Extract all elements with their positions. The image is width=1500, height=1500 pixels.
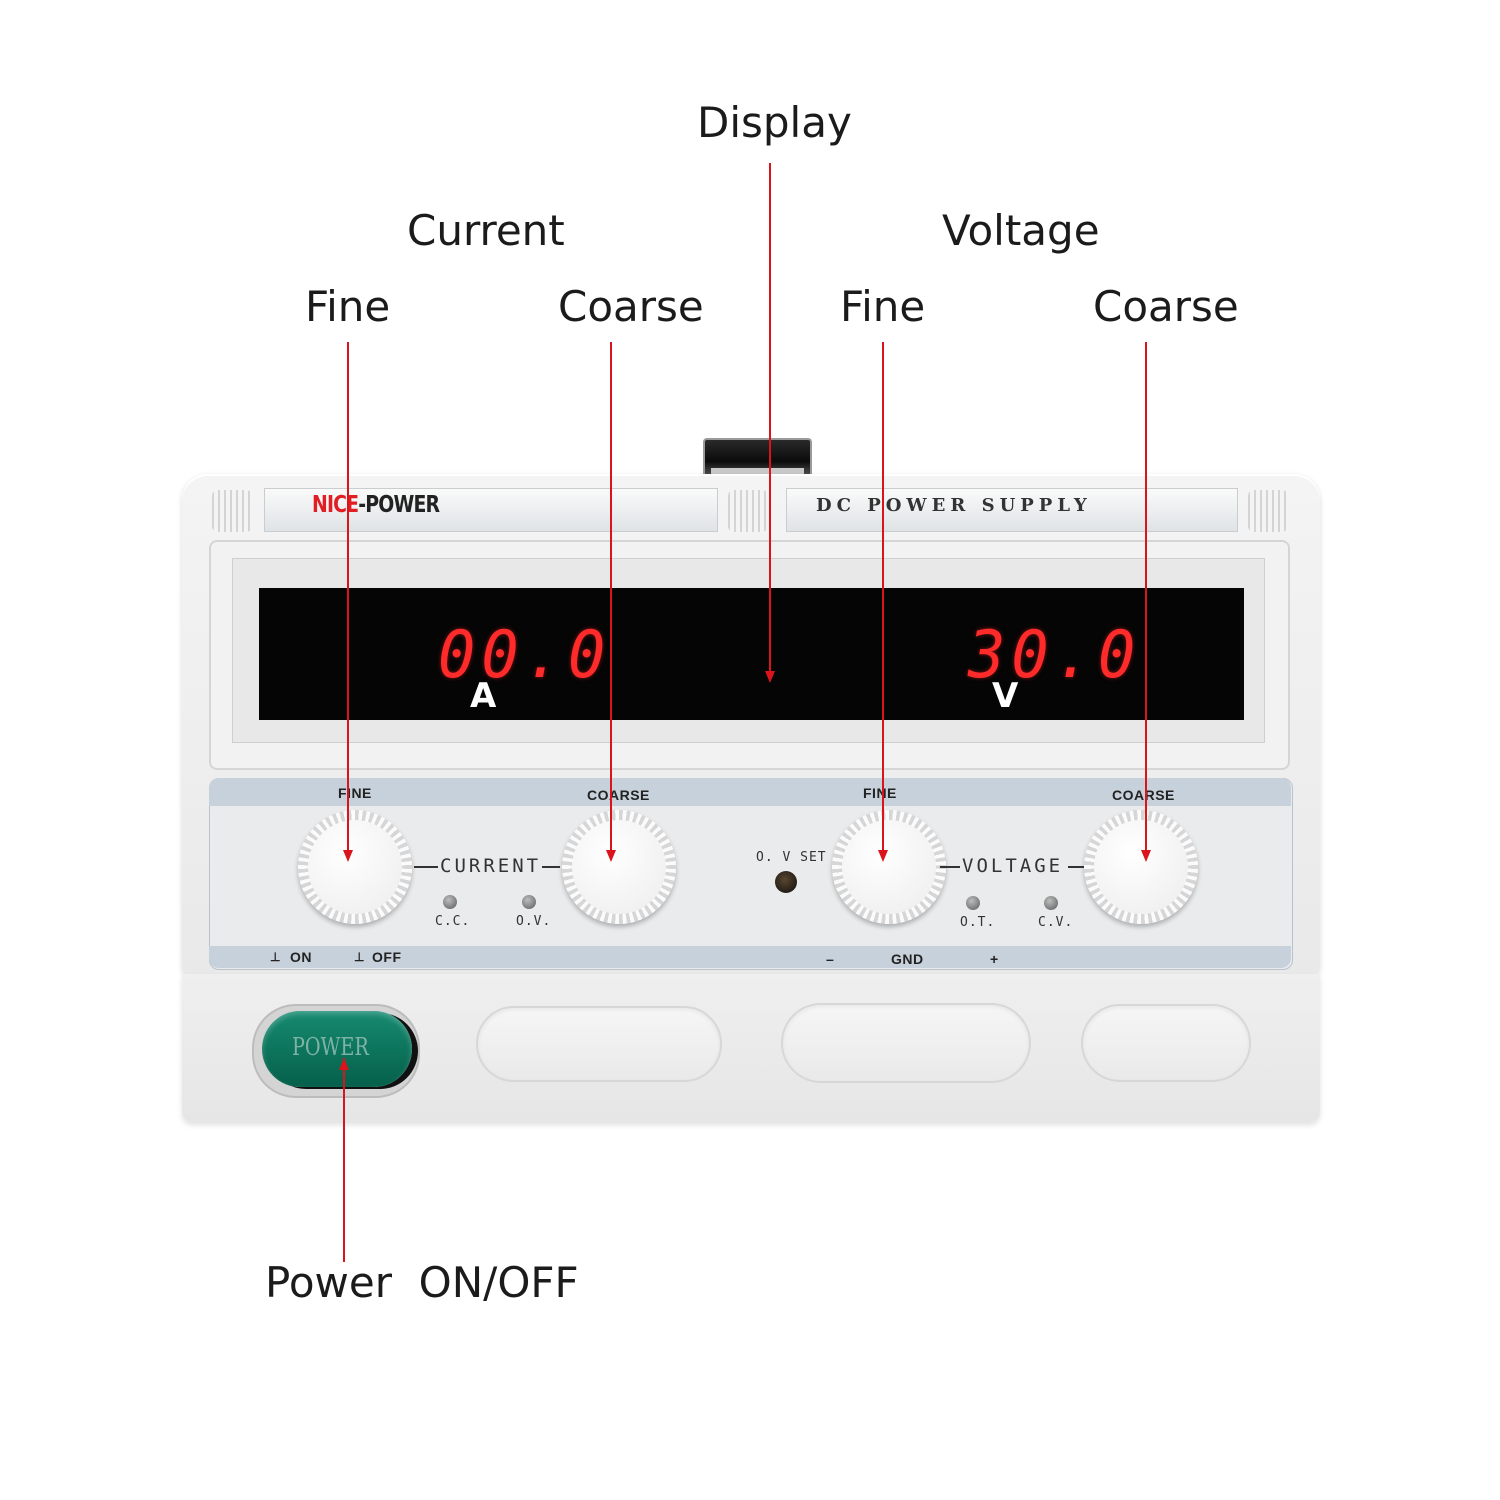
- voltage-fine-callout: Fine: [840, 282, 926, 331]
- voltage-readout: 30.0: [968, 616, 1142, 693]
- current-coarse-leader-line: [610, 342, 612, 850]
- voltage-coarse-knob[interactable]: [1084, 810, 1198, 924]
- display-callout: Display: [697, 98, 852, 147]
- minus-terminal-label: –: [826, 951, 835, 967]
- voltage-unit: V: [992, 676, 1019, 716]
- power-switch-text: POWER: [292, 1033, 369, 1061]
- display-screen: [259, 588, 1244, 720]
- voltage-fine-leader-line: [882, 342, 884, 850]
- power-leader-line: [343, 1058, 345, 1262]
- ov-set-trimmer[interactable]: [775, 871, 797, 893]
- voltage-group-line-left: [940, 866, 960, 868]
- current-coarse-knob[interactable]: [562, 810, 676, 924]
- center-vent: [728, 490, 768, 532]
- voltage-group-line-right: [1068, 866, 1084, 868]
- ot-label: O.T.: [960, 915, 996, 930]
- power-switch[interactable]: [262, 1011, 412, 1087]
- current-fine-leader-arrow: [343, 850, 353, 862]
- cv-indicator-led: [1044, 896, 1058, 910]
- voltage-group-callout: Voltage: [942, 206, 1100, 255]
- current-fine-knob[interactable]: [298, 810, 412, 924]
- power-callout: Power ON/OFF: [265, 1258, 579, 1307]
- current-fine-leader-line: [347, 342, 349, 850]
- ov-indicator-led: [522, 895, 536, 909]
- gnd-terminal-label: GND: [891, 951, 924, 967]
- terminal-slot-left: [476, 1006, 722, 1082]
- brand-plate: [264, 488, 718, 532]
- voltage-coarse-label: COARSE: [1112, 787, 1175, 803]
- current-unit: A: [470, 676, 497, 716]
- current-fine-callout: Fine: [305, 282, 391, 331]
- terminal-slot-right: [1081, 1004, 1251, 1082]
- voltage-group-label: VOLTAGE: [962, 855, 1064, 877]
- model-title: DC POWER SUPPLY: [816, 495, 1092, 516]
- off-label: OFF: [372, 949, 402, 965]
- ot-indicator-led: [966, 896, 980, 910]
- terminal-slot-center: [781, 1003, 1031, 1083]
- current-group-callout: Current: [407, 206, 565, 255]
- current-readout: 00.0: [438, 616, 612, 693]
- cc-indicator-led: [443, 895, 457, 909]
- cv-label: C.V.: [1038, 915, 1074, 930]
- control-panel-footer: [209, 946, 1291, 968]
- display-leader-line: [769, 163, 771, 671]
- model-plate: [786, 488, 1238, 532]
- power-leader-arrow: [339, 1058, 349, 1070]
- voltage-coarse-leader-line: [1145, 342, 1147, 850]
- off-icon: ⊥: [354, 950, 365, 964]
- carry-handle: [703, 438, 812, 476]
- voltage-coarse-callout: Coarse: [1093, 282, 1239, 331]
- voltage-fine-label: FINE: [863, 785, 897, 801]
- voltage-coarse-leader-arrow: [1141, 850, 1151, 862]
- current-group-label: CURRENT: [440, 855, 542, 877]
- current-coarse-label: COARSE: [587, 787, 650, 803]
- left-vent: [212, 490, 252, 532]
- ov-label: O.V.: [516, 914, 552, 929]
- current-group-line-right: [542, 866, 560, 868]
- control-panel-header: [209, 778, 1291, 806]
- cc-label: C.C.: [435, 914, 471, 929]
- brand-logo: NICE-POWER: [312, 492, 440, 518]
- voltage-fine-leader-arrow: [878, 850, 888, 862]
- current-group-line-left: [414, 866, 438, 868]
- right-vent: [1248, 490, 1288, 532]
- current-coarse-leader-arrow: [606, 850, 616, 862]
- current-fine-label: FINE: [338, 785, 372, 801]
- ov-set-label: O. V SET: [756, 850, 827, 865]
- on-label: ON: [290, 949, 312, 965]
- voltage-fine-knob[interactable]: [832, 810, 946, 924]
- display-leader-arrow: [765, 671, 775, 683]
- current-coarse-callout: Coarse: [558, 282, 704, 331]
- plus-terminal-label: +: [990, 951, 999, 967]
- on-icon: ⊥: [270, 950, 281, 964]
